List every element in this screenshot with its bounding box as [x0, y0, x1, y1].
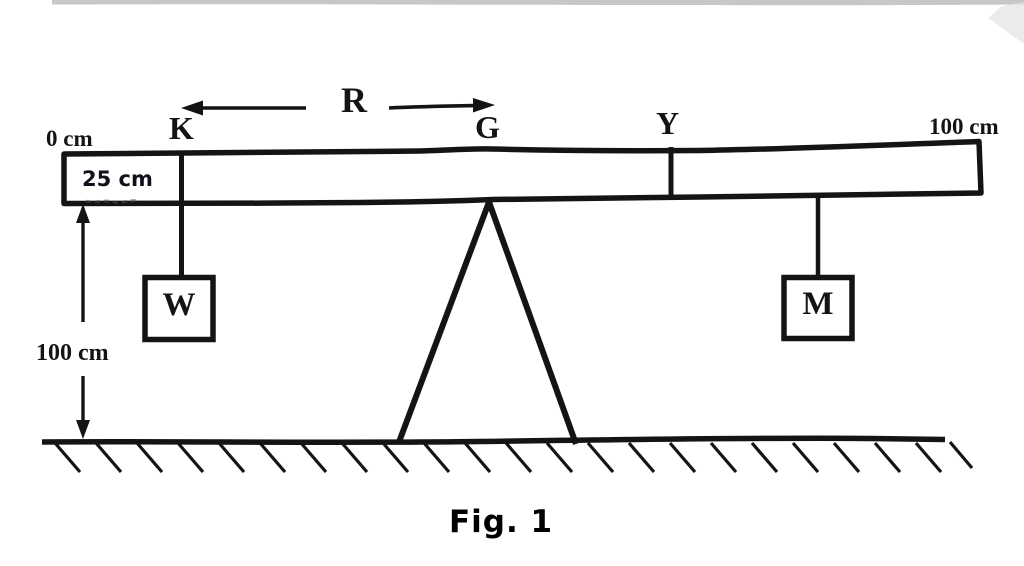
scale-right-end-label: 100 cm [929, 114, 999, 139]
ground-line [41, 435, 946, 446]
metre-rule [61, 138, 984, 207]
weight-m-label: M [802, 286, 834, 322]
inner-25cm-label: 25 cm [82, 167, 153, 191]
height-100cm-label: 100 cm [36, 340, 109, 366]
scan-artifact-top [52, 0, 1024, 44]
point-g-label: G [475, 109, 500, 145]
arrow-r-right-icon [388, 98, 495, 113]
weight-m-box [781, 274, 855, 342]
weight-w-box [142, 274, 216, 343]
ground-hatching [53, 440, 974, 474]
arrow-r-left-icon [181, 100, 306, 116]
pivot-fulcrum-triangle [396, 200, 579, 446]
weight-w-label: W [162, 287, 196, 323]
figure-caption: Fig. 1 [449, 504, 554, 540]
point-k-label: K [169, 110, 194, 146]
height-dimension-arrow-icon [76, 204, 90, 439]
distance-r-label: R [341, 80, 367, 120]
scale-left-end-label: 0 cm [46, 126, 93, 151]
erased-smudge [85, 199, 140, 204]
point-y-label: Y [656, 105, 680, 141]
